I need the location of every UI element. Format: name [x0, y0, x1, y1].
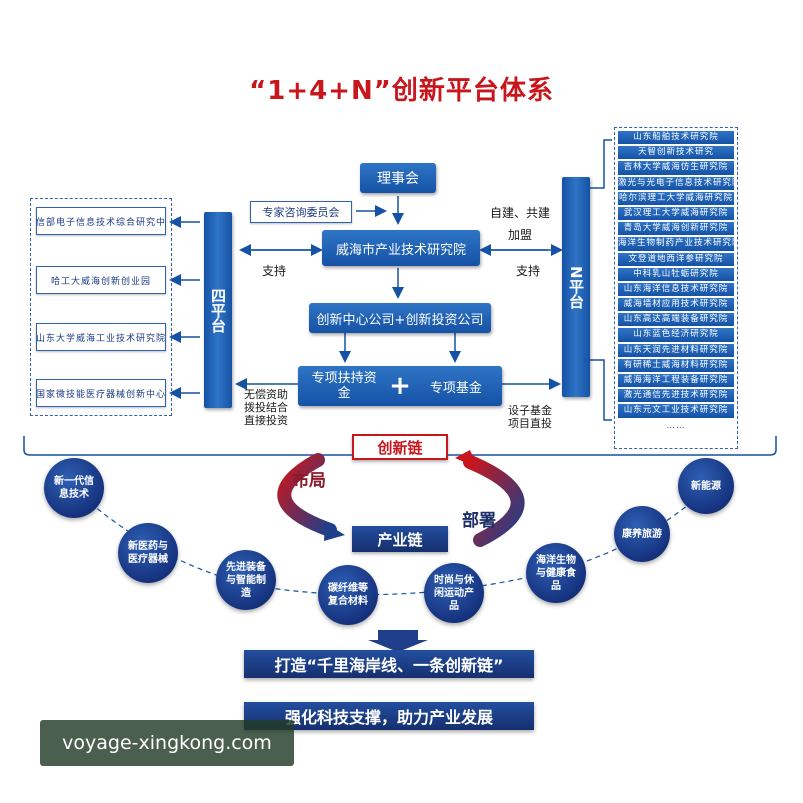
right-bottom-note: 设子基金 项目直投: [500, 404, 560, 430]
left-center-3: 山东大学威海工业技术研究院: [36, 323, 166, 351]
n-institute-item: 中科乳山牡蛎研究院: [618, 267, 734, 281]
four-platform-bar: 四平台: [204, 212, 232, 408]
n-institute-item: 激光与光电子信息技术研究院: [618, 176, 734, 190]
n-institute-item: 山东海洋信息技术研究院: [618, 282, 734, 297]
left-center-2: 哈工大威海创新创业园: [36, 266, 166, 294]
page-title: “1+4+N”创新平台体系: [249, 76, 554, 106]
note-sub-fund: 设子基金: [508, 404, 552, 417]
industry-circle-2: 新医药与医疗器械: [118, 523, 178, 583]
n-institute-item: 山东蓝色经济研究院: [618, 328, 734, 342]
left-center-4: 国家微技能医疗器械创新中心: [36, 379, 166, 407]
industry-circle-3: 先进装备与智能制造: [216, 550, 276, 610]
deploy-label: 部署: [462, 511, 496, 531]
join-label: 加盟: [507, 228, 532, 242]
industry-circle-4: 碳纤维等复合材料: [318, 565, 378, 625]
banner-coastline: 打造“千里海岸线、一条创新链”: [244, 650, 534, 678]
n-institute-item: 激光通信先进技术研究院: [618, 389, 734, 403]
special-support-label: 专项扶持资金: [311, 371, 377, 401]
institute-box: 威海市产业技术研究院: [322, 230, 480, 266]
note-free-grant: 无偿资助: [244, 388, 288, 401]
n-institute-item: 山东船舶技术研究院: [618, 131, 734, 145]
n-institute-item: 山东高达高端装备研究院: [618, 313, 734, 327]
n-institute-item: 威海海洋工程装备研究院: [618, 374, 734, 388]
n-institute-item: 青岛大学威海创新研究院: [618, 222, 734, 236]
n-institute-item: 哈尔滨理工大学威海研究院: [618, 191, 734, 205]
left-centers-group: [30, 198, 172, 416]
n-institute-item: ……: [666, 420, 686, 431]
support-left-label: 支持: [261, 264, 286, 278]
innovation-chain-box: 创新链: [352, 434, 448, 460]
note-direct-investment: 直接投资: [244, 414, 288, 427]
left-center-1: 工信部电子信息技术综合研究中心: [36, 207, 166, 235]
company-box: 创新中心公司+创新投资公司: [309, 303, 491, 333]
n-institute-item: 文登道地西洋参研究院: [618, 252, 734, 266]
industry-circle-5: 时尚与休闲运动产品: [424, 563, 484, 623]
industry-chain-box: 产业链: [352, 526, 448, 552]
n-institute-item: 天智创新技术研究: [618, 146, 734, 160]
funds-box: 专项扶持资金 + 专项基金: [298, 366, 502, 406]
n-platform-label: N平台: [567, 265, 585, 309]
self-build-label: 自建、共建: [489, 206, 550, 220]
support-right-label: 支持: [515, 264, 540, 278]
council-box: 理事会: [360, 163, 436, 193]
note-grant-investment: 拨投结合: [244, 401, 288, 414]
industry-circle-7: 康养旅游: [614, 506, 670, 562]
industry-circle-6: 海洋生物与健康食品: [526, 543, 586, 603]
n-platform-bar: N平台: [562, 177, 590, 397]
plus-sign: +: [389, 371, 411, 401]
industry-circle-1: 新一代信息技术: [44, 458, 104, 518]
n-institute-item: 山东元文工业技术研究院: [618, 404, 734, 418]
industry-circle-8: 新能源: [678, 458, 734, 514]
left-bottom-note: 无偿资助 拨投结合 直接投资: [242, 388, 290, 427]
n-institutes-list: 山东船舶技术研究院天智创新技术研究吉林大学威海仿生研究院激光与光电子信息技术研究…: [614, 127, 738, 449]
n-institute-item: 有研稀土威海材料研究院: [618, 358, 734, 372]
four-platform-label: 四平台: [209, 287, 227, 333]
n-institute-item: 武汉理工大学威海研究院: [618, 206, 734, 221]
n-institute-item: 海洋生物制药产业技术研究院: [618, 237, 734, 251]
watermark: voyage-xingkong.com: [40, 720, 294, 766]
note-project-investment: 项目直投: [508, 417, 552, 430]
layout-label: 布局: [292, 471, 326, 491]
expert-committee-box: 专家咨询委员会: [250, 201, 352, 223]
n-institute-item: 吉林大学威海仿生研究院: [618, 161, 734, 175]
n-institute-item: 山东天润先进材料研究院: [618, 343, 734, 357]
special-fund-label: 专项基金: [429, 380, 482, 396]
n-institute-item: 威海墙材应用技术研究院: [618, 298, 734, 312]
